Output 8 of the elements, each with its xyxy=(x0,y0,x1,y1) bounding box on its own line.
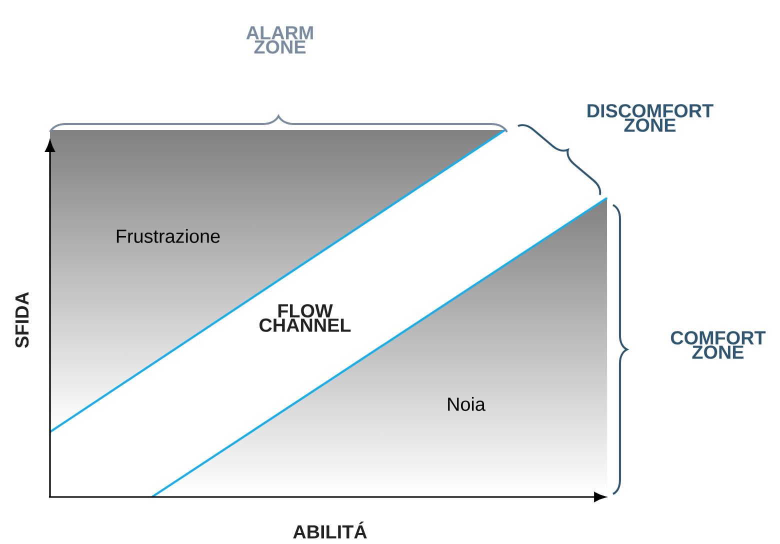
region-label: FLOW CHANNEL xyxy=(260,304,351,332)
region-label: Frustrazione xyxy=(116,229,220,243)
axis-label: SFIDA xyxy=(15,292,29,348)
zone-label: DISCOMFORT ZONE xyxy=(588,104,714,132)
zone-label: COMFORT ZONE xyxy=(670,331,766,359)
region-label: Noia xyxy=(448,397,486,411)
axis-label: ABILITÁ xyxy=(293,522,367,538)
zone-label: ALARM ZONE xyxy=(246,26,313,54)
